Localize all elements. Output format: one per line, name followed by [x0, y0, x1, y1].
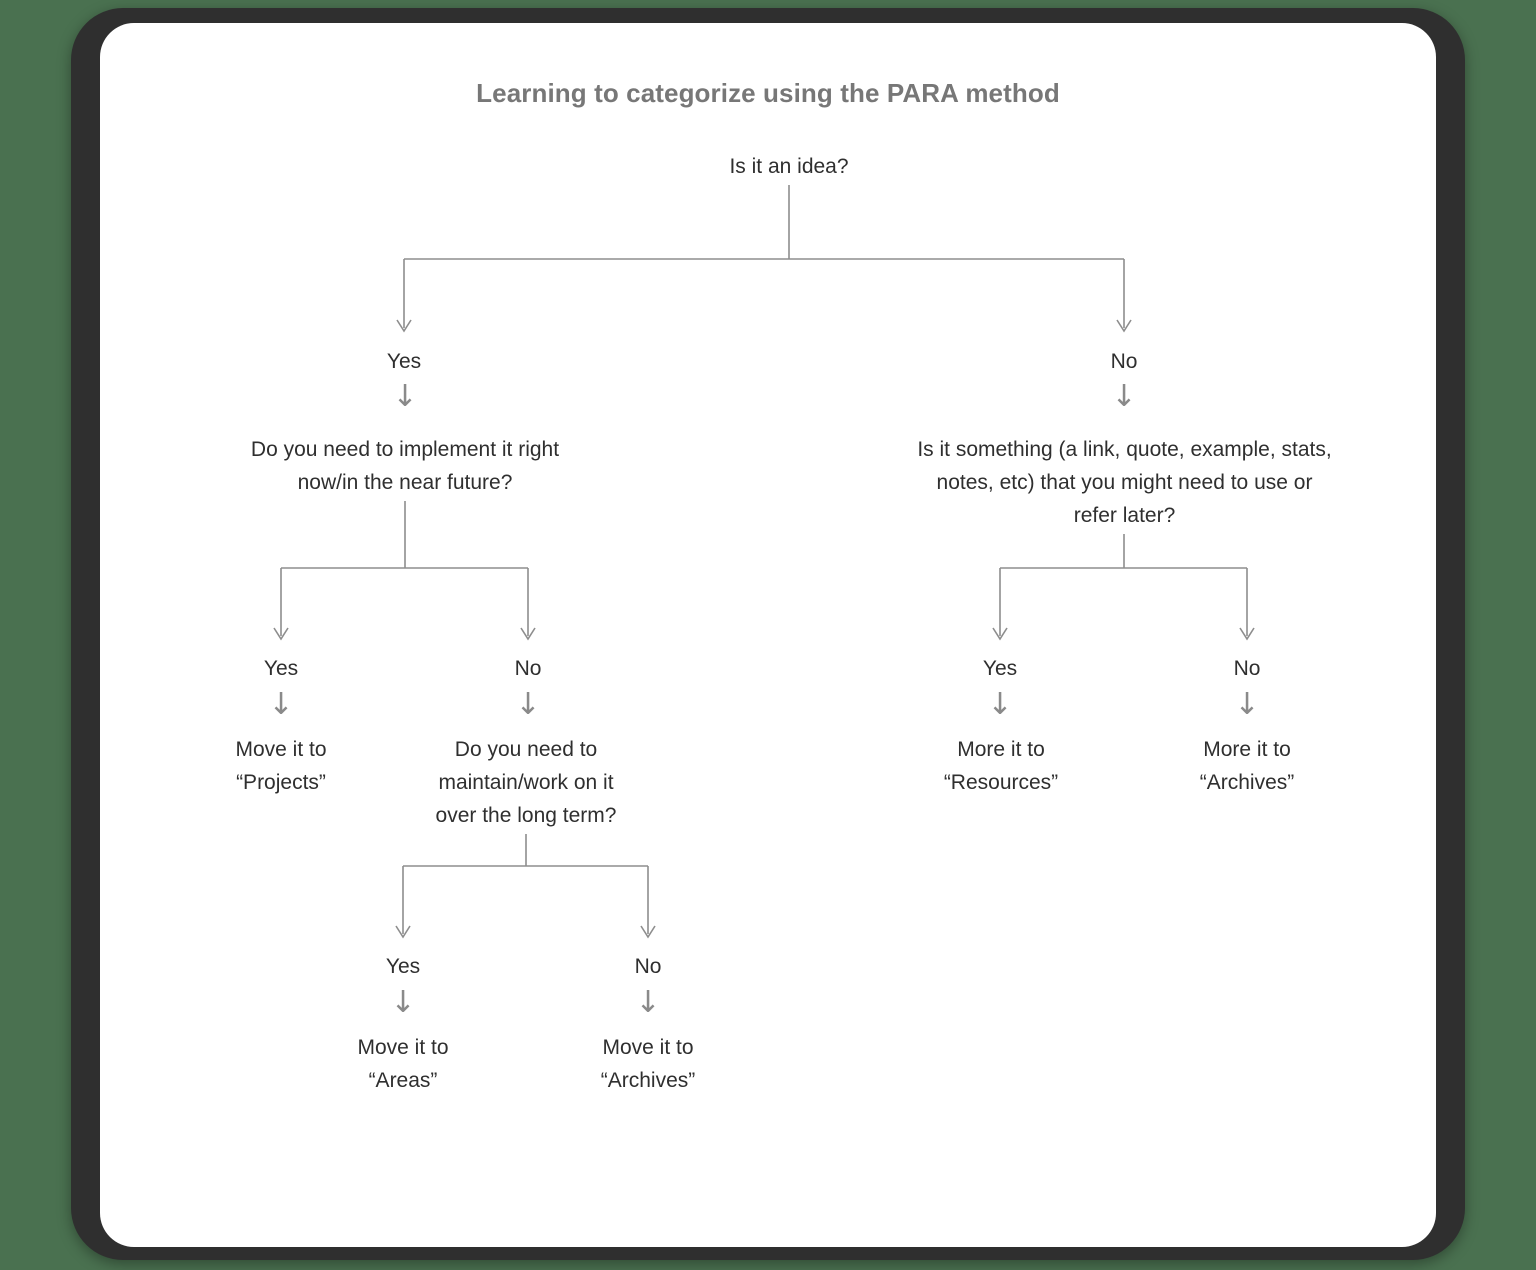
- edge-label-maintain-no: No: [634, 955, 662, 978]
- edge-label-maintain-yes: Yes: [385, 955, 421, 978]
- arrowhead-implement-left: [273, 627, 289, 641]
- arrowhead-implement-right: [520, 627, 536, 641]
- node-move-to-archives-left: Move it to “Archives”: [600, 1036, 696, 1092]
- down-arrow-icon: ↓: [390, 985, 416, 1020]
- edge-label-root-no: No: [1110, 350, 1138, 373]
- page-title: Learning to categorize using the PARA me…: [476, 78, 1060, 108]
- node-question-maintain-long-term: Do you need to maintain/work on it over …: [435, 738, 617, 827]
- arrowhead-reference-right: [1239, 627, 1255, 641]
- node-question-implement-now: Do you need to implement it right now/in…: [250, 438, 560, 494]
- arrowhead-maintain-right: [640, 925, 656, 939]
- down-arrow-icon: ↓: [635, 985, 661, 1020]
- node-is-it-an-idea: Is it an idea?: [729, 155, 849, 178]
- node-move-to-archives-right: More it to “Archives”: [1199, 738, 1295, 794]
- node-question-reference-later: Is it something (a link, quote, example,…: [917, 438, 1332, 527]
- node-move-to-resources: More it to “Resources”: [943, 738, 1059, 794]
- edge-label-implement-no: No: [514, 657, 542, 680]
- node-move-to-projects: Move it to “Projects”: [235, 738, 327, 794]
- edge-label-implement-yes: Yes: [263, 657, 299, 680]
- edge-label-root-yes: Yes: [386, 350, 422, 373]
- down-arrow-icon: ↓: [392, 379, 418, 414]
- down-arrow-icon: ↓: [268, 687, 294, 722]
- arrowhead-root-right: [1116, 319, 1132, 333]
- edge-label-reference-no: No: [1233, 657, 1261, 680]
- connector-lines: [273, 185, 1255, 939]
- screen-panel: Learning to categorize using the PARA me…: [100, 23, 1436, 1247]
- arrowhead-root-left: [396, 319, 412, 333]
- down-arrow-icon: ↓: [987, 687, 1013, 722]
- device-frame: Learning to categorize using the PARA me…: [71, 8, 1465, 1260]
- down-arrow-icon: ↓: [515, 687, 541, 722]
- down-arrow-icon: ↓: [1111, 379, 1137, 414]
- arrowhead-reference-left: [992, 627, 1008, 641]
- down-arrow-icon: ↓: [1234, 687, 1260, 722]
- node-move-to-areas: Move it to “Areas”: [357, 1036, 449, 1092]
- arrowhead-maintain-left: [395, 925, 411, 939]
- edge-label-reference-yes: Yes: [982, 657, 1018, 680]
- flowchart-canvas: Learning to categorize using the PARA me…: [100, 23, 1436, 1247]
